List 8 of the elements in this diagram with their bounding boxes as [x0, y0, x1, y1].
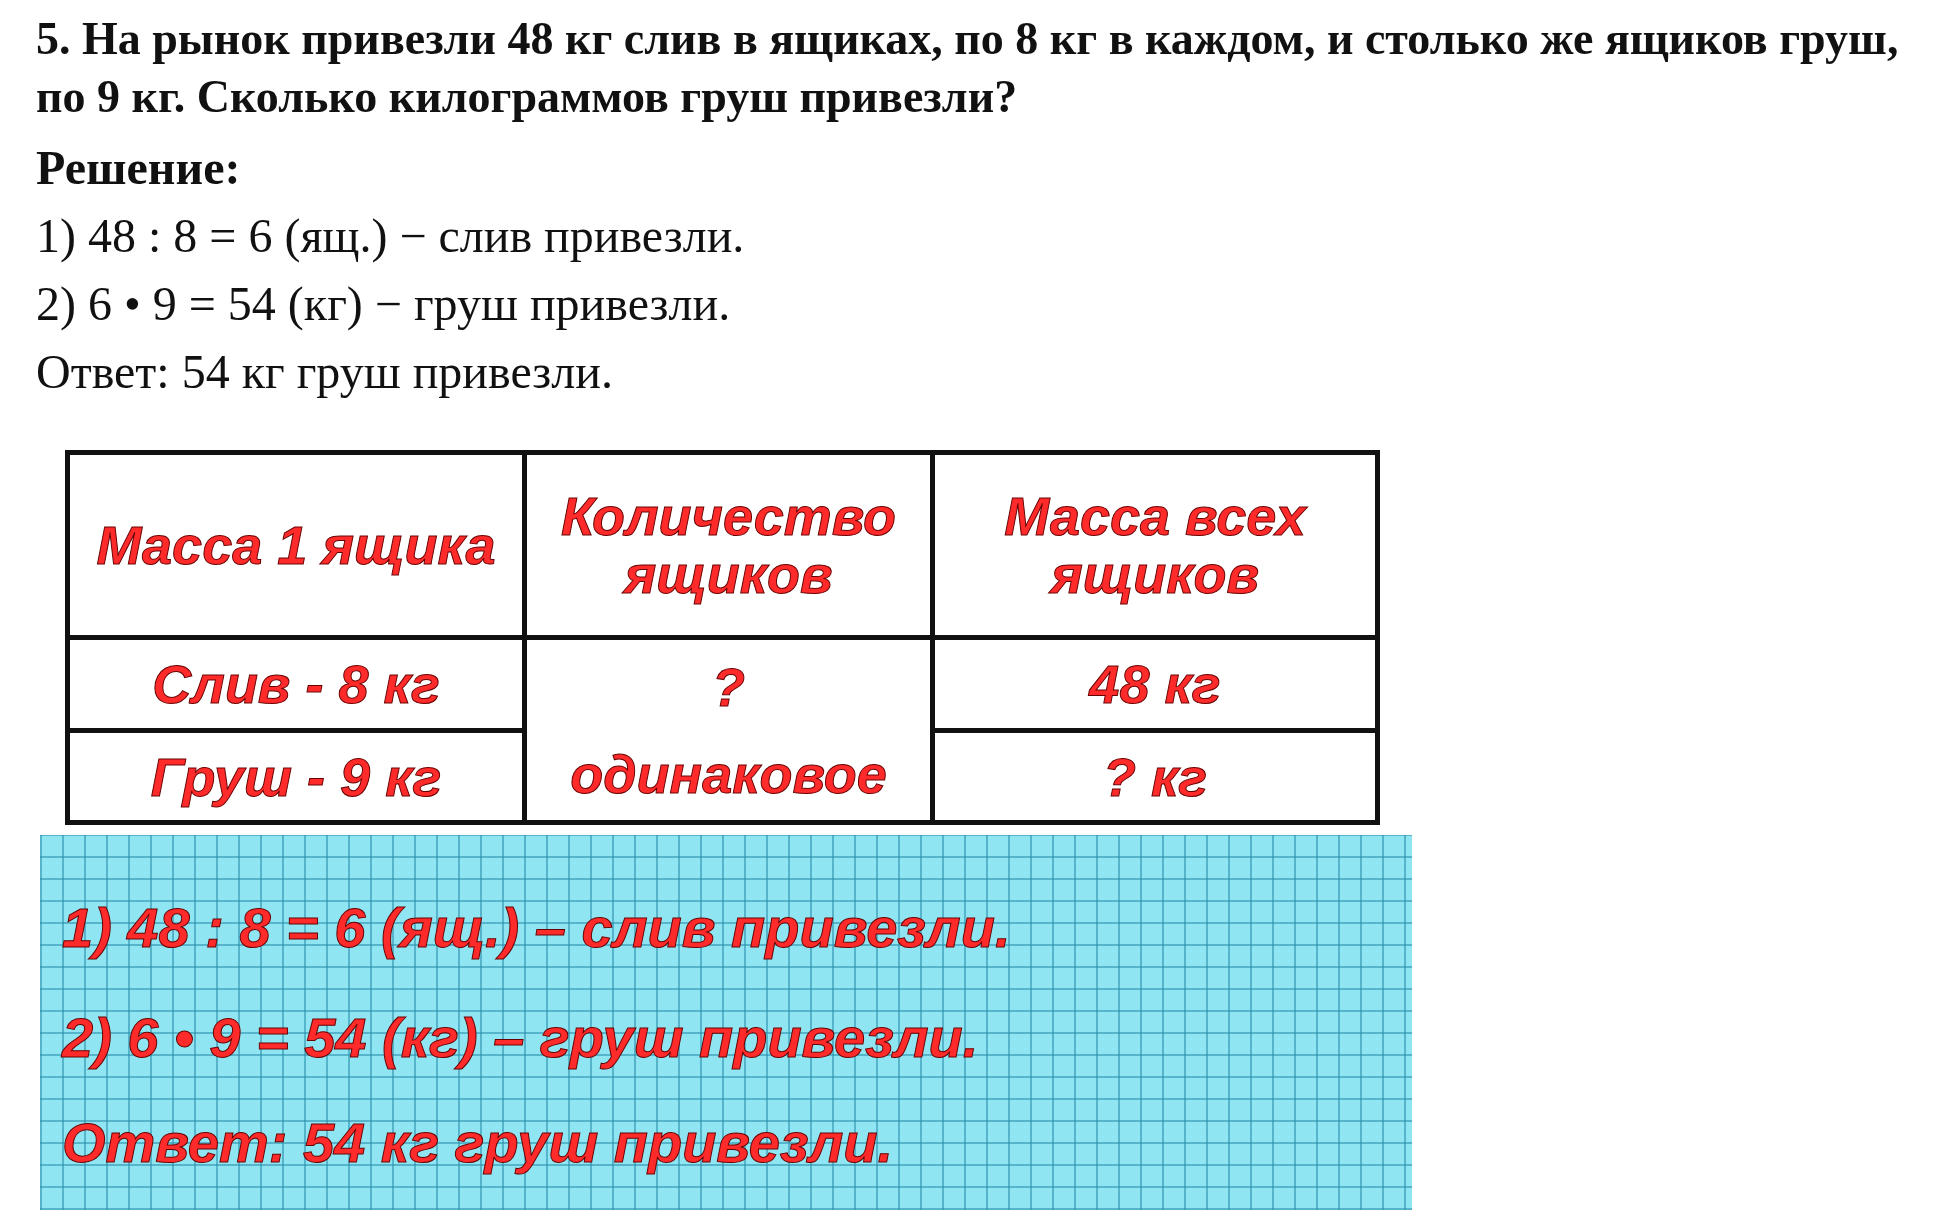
handwritten-step: 2) 6 • 9 = 54 (кг) – груш привезли.	[62, 1005, 979, 1070]
handwritten-answer: Ответ: 54 кг груш привезли.	[62, 1110, 894, 1175]
answer-text: Ответ: 54 кг груш привезли.	[36, 344, 613, 399]
handwritten-step: 1) 48 : 8 = 6 (ящ.) – слив привезли.	[62, 895, 1011, 960]
solution-heading: Решение:	[36, 140, 241, 195]
solution-step: 2) 6 • 9 = 54 (кг) − груш привезли.	[36, 276, 731, 331]
task-text: 5. На рынок привезли 48 кг слив в ящиках, по 8 кг в каждом, и столько же ящиков груш, по 9 кг. Сколько килограммов груш привезли?	[36, 12, 1900, 124]
solution-step: 1) 48 : 8 = 6 (ящ.) − слив привезли.	[36, 208, 745, 263]
